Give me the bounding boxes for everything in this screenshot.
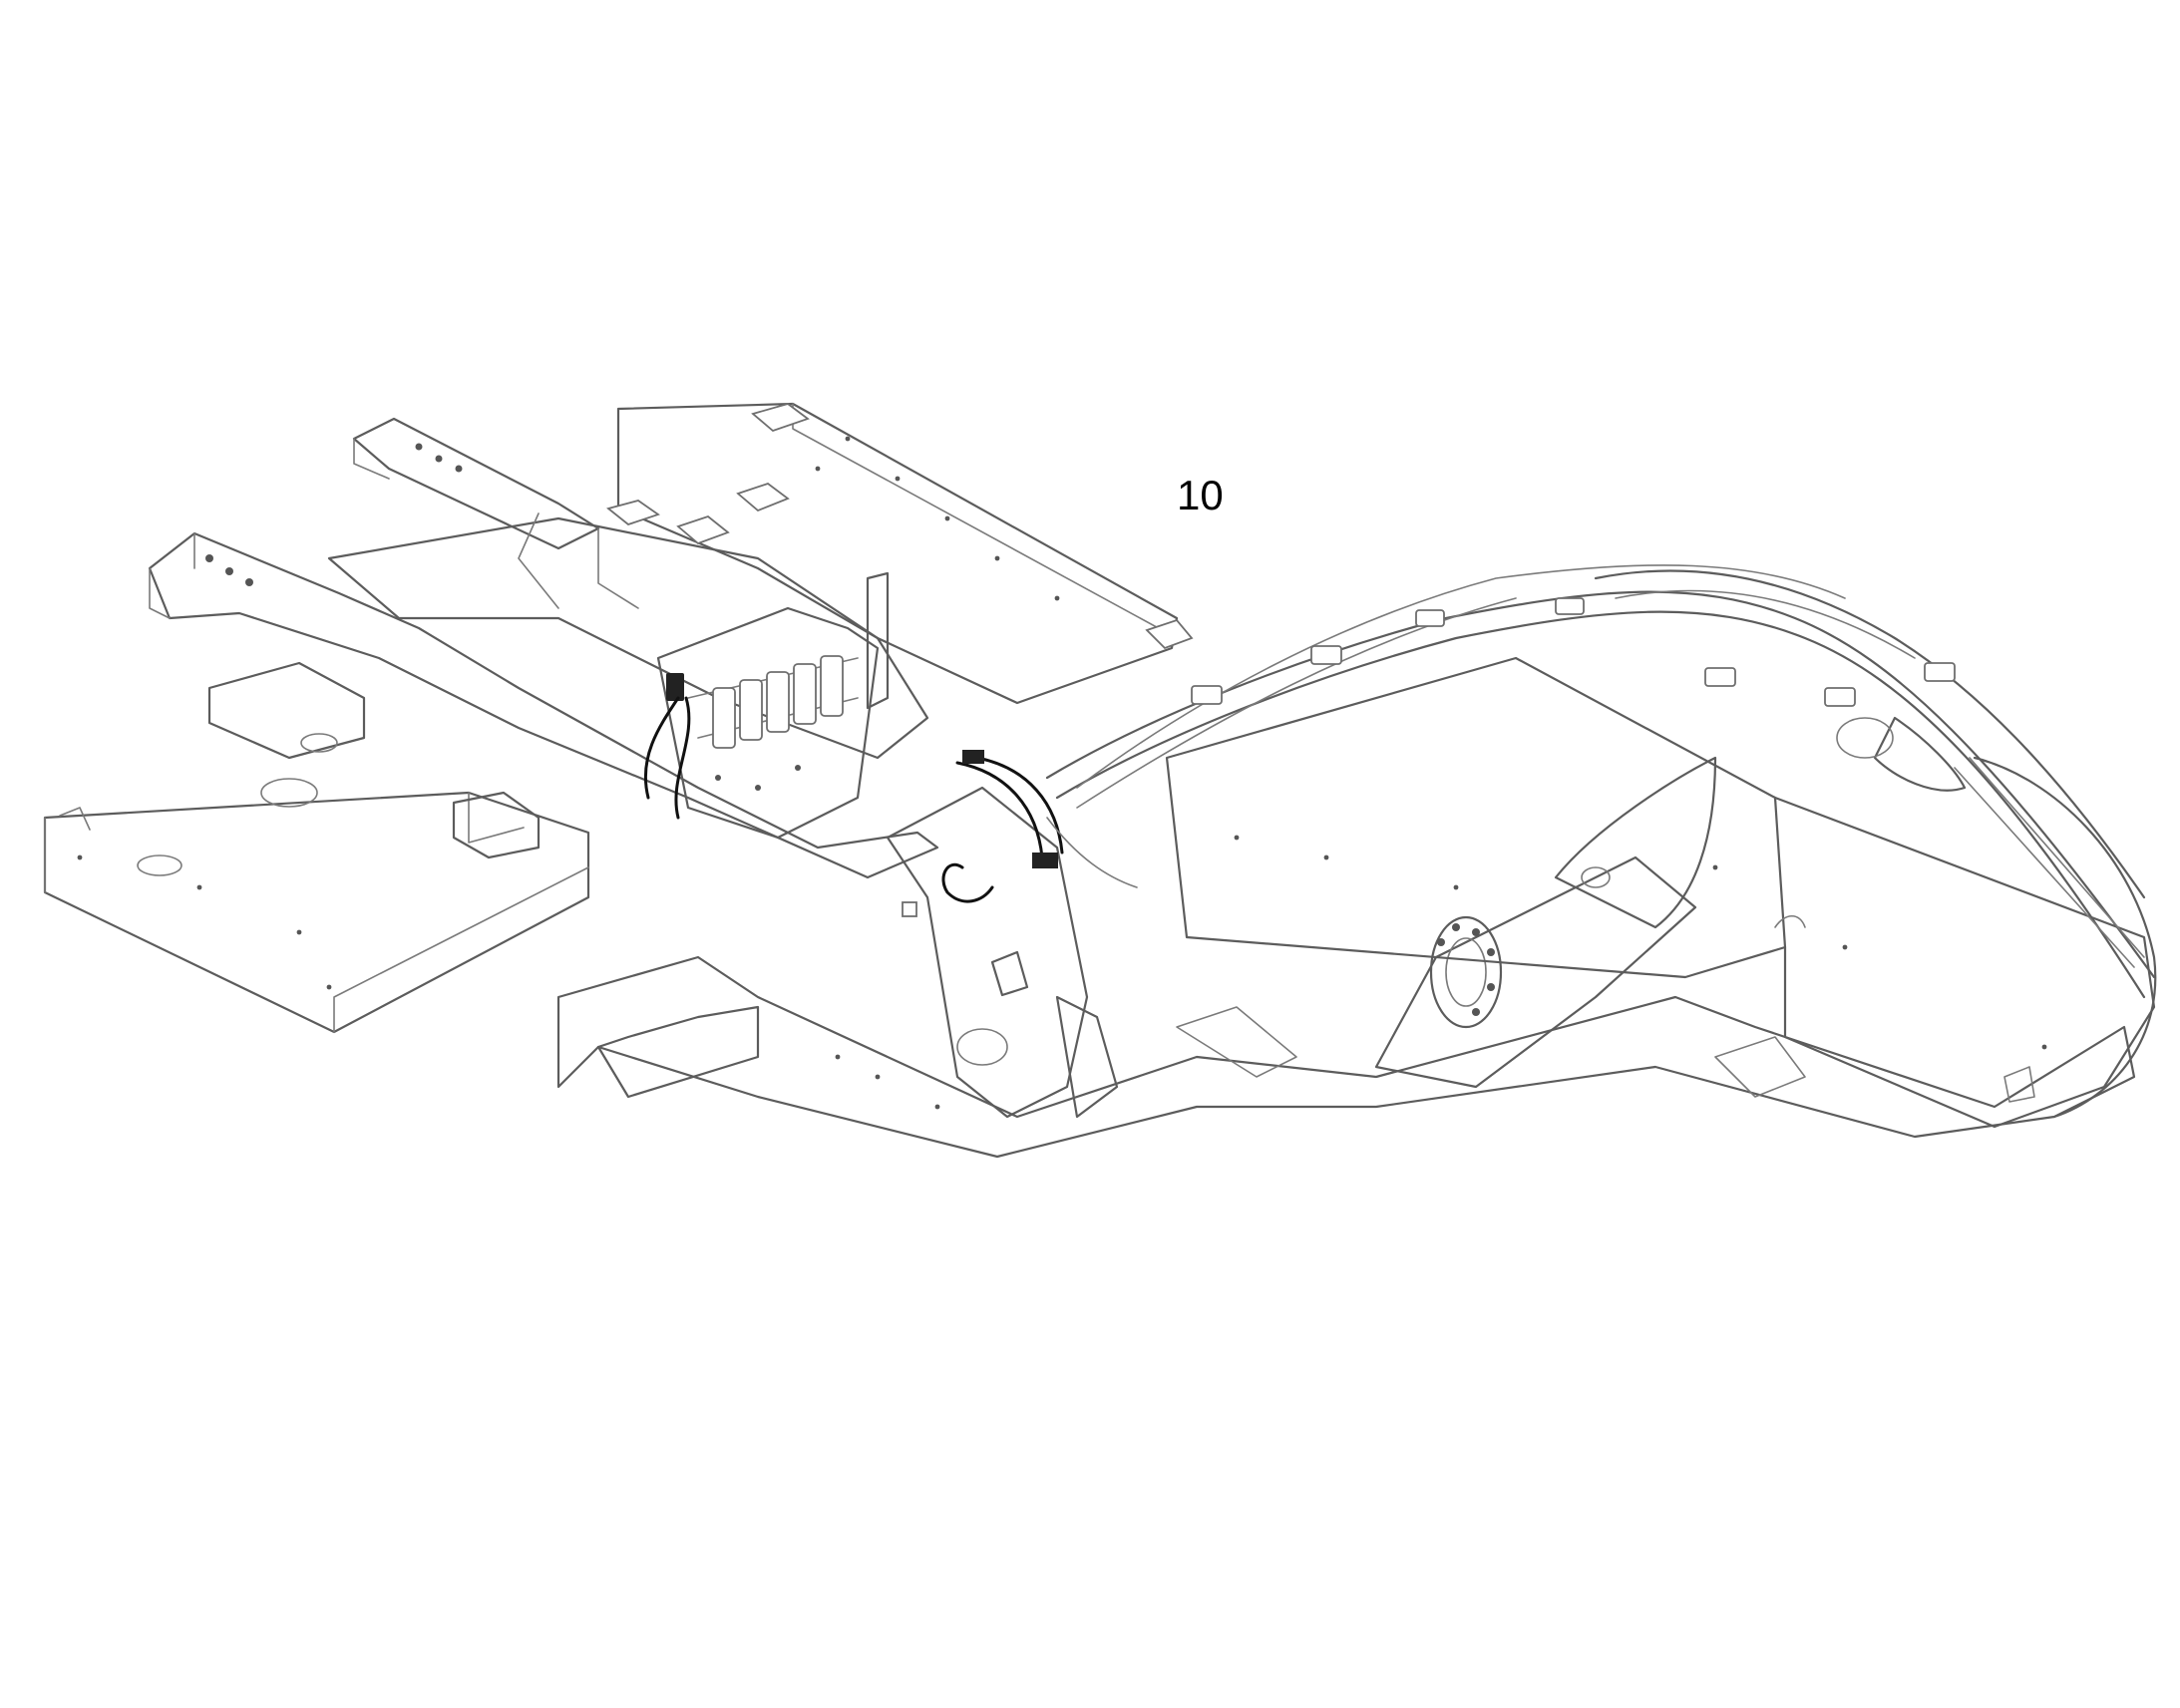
- boom-box: [1165, 656, 2156, 1129]
- left-side-rail: [148, 531, 939, 879]
- lower-base-frame: [556, 955, 2136, 1159]
- front-mounting-plate: [43, 791, 590, 1034]
- control-valve-block: [656, 571, 890, 840]
- highlighted-hose-left: [643, 673, 691, 820]
- boom-mount: [886, 786, 1119, 1119]
- rear-cross-beam: [327, 417, 929, 760]
- top-deck-plate: [606, 402, 1194, 705]
- boom-cylinder: [1374, 756, 1717, 1089]
- boom-tip: [1836, 717, 2157, 1119]
- callout-label: 10: [1177, 472, 1224, 518]
- hydraulic-hose-bundle: [1045, 564, 2156, 999]
- highlighted-bracket: [941, 750, 1064, 903]
